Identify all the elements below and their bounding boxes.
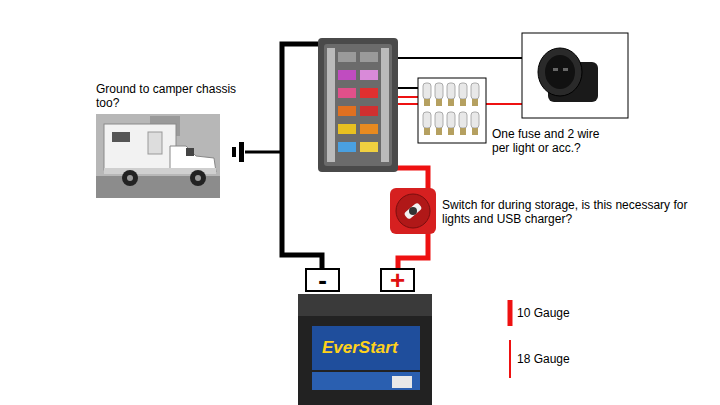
legend-text: 18 Gauge [517, 352, 570, 366]
question-note: One fuse and 2 wire per light or acc.? [492, 127, 612, 155]
battery-brand: EverStart [318, 336, 402, 360]
terminal-sign: + [390, 269, 405, 291]
light-wire [398, 87, 418, 89]
question-note: Ground to camper chassis too? [96, 82, 246, 110]
usb-charger-picture [522, 33, 628, 118]
light-wire [398, 96, 418, 98]
legend-sample-18-gauge [509, 340, 511, 378]
light-wire [398, 103, 418, 105]
terminal-sign: - [318, 269, 327, 291]
positive-wire [398, 234, 428, 268]
ground-symbol [232, 142, 282, 162]
legend-sample-10-gauge [508, 300, 513, 326]
negative-terminal: - [305, 268, 340, 292]
camper-photo [96, 114, 220, 198]
battery-picture [298, 294, 432, 405]
accessory-wire [486, 103, 522, 105]
accessory-wire [398, 57, 522, 59]
ground-wire [282, 44, 322, 268]
battery-switch [390, 188, 436, 234]
legend-text: 10 Gauge [517, 306, 570, 320]
positive-terminal: + [380, 268, 415, 292]
fuse-block [318, 38, 398, 172]
bulbs-picture [418, 78, 486, 143]
question-note: Switch for during storage, is this neces… [442, 198, 714, 226]
